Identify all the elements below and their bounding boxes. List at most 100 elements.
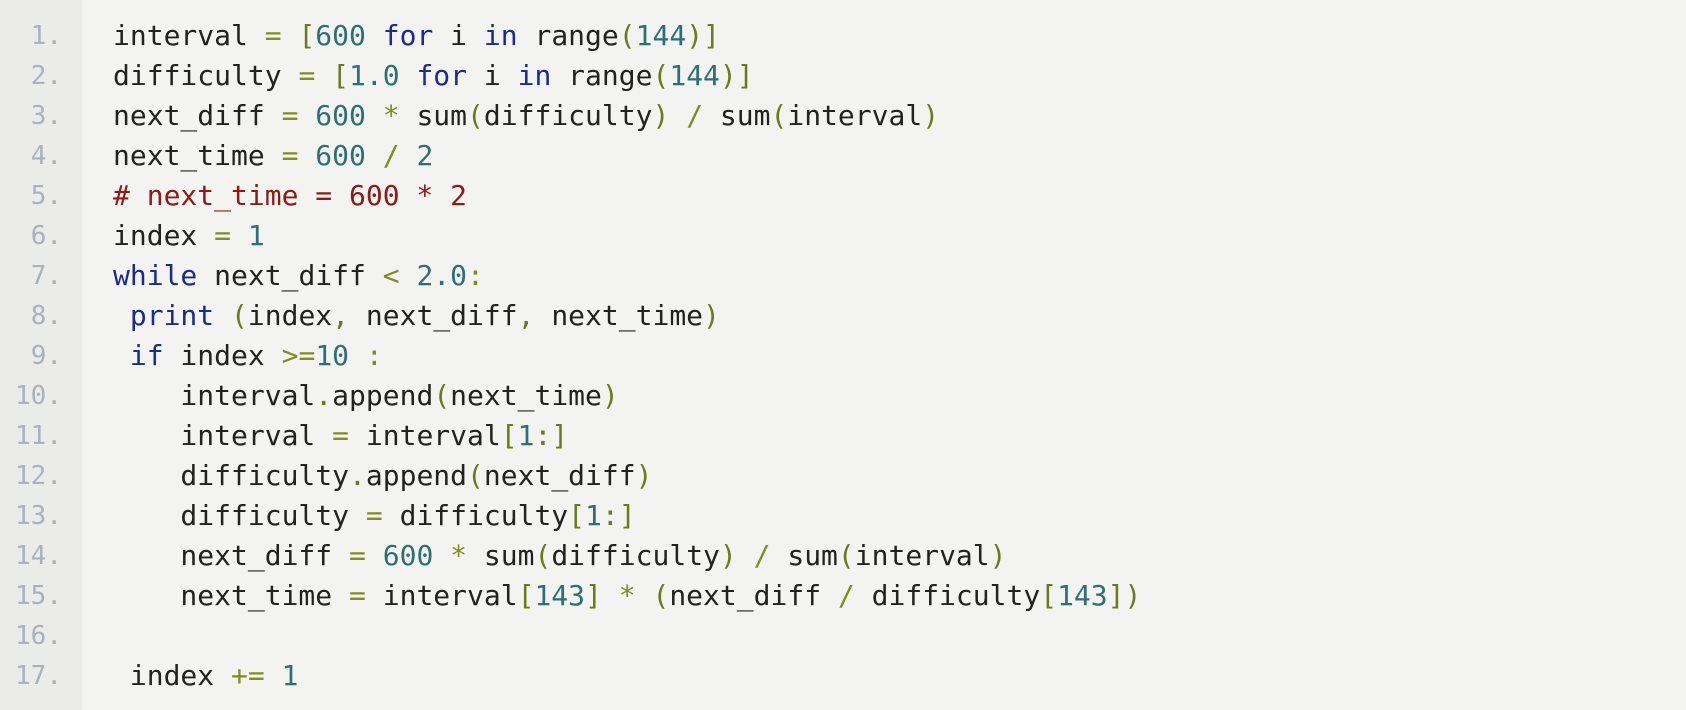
code-line[interactable]: 4.next_time = 600 / 2	[0, 136, 1686, 176]
code-line[interactable]: 10. interval.append(next_time)	[0, 376, 1686, 416]
code-token: *	[618, 579, 636, 612]
code-token: in	[483, 19, 518, 52]
code-token: index	[163, 339, 282, 372]
code-token: range	[551, 59, 653, 92]
code-token: =	[349, 579, 366, 612]
code-token: sum	[770, 539, 838, 572]
code-token: )	[635, 459, 653, 492]
code-token: /	[686, 99, 704, 132]
code-token: next_diff	[113, 99, 282, 132]
code-token: <	[382, 259, 400, 292]
line-number: 13.	[15, 501, 62, 531]
code-token	[349, 339, 366, 372]
code-token: =	[332, 419, 350, 452]
code-line[interactable]: 17. index += 1	[0, 656, 1686, 696]
code-token: )	[719, 539, 737, 572]
code-token: 1	[585, 499, 602, 532]
line-number: 5.	[30, 181, 62, 211]
code-text: index += 1	[113, 656, 299, 696]
code-token: [	[500, 419, 518, 452]
code-line[interactable]: 12. difficulty.append(next_diff)	[0, 456, 1686, 496]
code-line[interactable]: 3.next_diff = 600 * sum(difficulty) / su…	[0, 96, 1686, 136]
code-token: 2.0	[416, 259, 468, 292]
code-token: [	[517, 579, 535, 612]
code-token: interval	[349, 419, 501, 452]
code-token	[636, 579, 653, 612]
code-text: print (index, next_diff, next_time)	[113, 296, 720, 336]
code-line[interactable]: 1.interval = [600 for i in range(144)]	[0, 16, 1686, 56]
code-line[interactable]: 2.difficulty = [1.0 for i in range(144)]	[0, 56, 1686, 96]
code-token	[366, 539, 383, 572]
code-token: (	[231, 299, 248, 332]
code-token: next_diff	[113, 539, 350, 572]
code-token: interval	[113, 379, 316, 412]
code-line[interactable]: 16.	[0, 616, 1686, 656]
code-line[interactable]: 15. next_time = interval[143] * (next_di…	[0, 576, 1686, 616]
code-token: interval	[854, 539, 990, 572]
code-token	[400, 259, 417, 292]
code-token: =	[281, 139, 299, 172]
code-token: [	[298, 19, 316, 52]
code-token: (	[618, 19, 636, 52]
code-line[interactable]: 5.# next_time = 600 * 2	[0, 176, 1686, 216]
code-token: interval	[787, 99, 923, 132]
code-token: .	[349, 459, 366, 492]
code-token: sum	[467, 539, 535, 572]
code-token: in	[517, 59, 552, 92]
code-line[interactable]: 13. difficulty = difficulty[1:]	[0, 496, 1686, 536]
code-token: (	[467, 459, 484, 492]
code-text: if index >=10 :	[113, 336, 383, 376]
code-token: )	[922, 99, 940, 132]
code-token: difficulty	[113, 59, 299, 92]
code-token: next_diff	[669, 579, 838, 612]
code-token: index	[247, 299, 333, 332]
code-token: 1.0	[349, 59, 400, 92]
code-token: /	[753, 539, 771, 572]
code-text: index = 1	[113, 216, 265, 256]
code-token: ,	[517, 299, 535, 332]
code-text: difficulty = difficulty[1:]	[113, 496, 635, 536]
code-token: interval	[365, 579, 518, 612]
code-token	[366, 139, 383, 172]
code-token: difficulty	[483, 99, 653, 132]
code-line[interactable]: 11. interval = interval[1:]	[0, 416, 1686, 456]
code-text: interval = [600 for i in range(144)]	[113, 16, 720, 56]
code-line[interactable]: 14. next_diff = 600 * sum(difficulty) / …	[0, 536, 1686, 576]
code-token: 144	[635, 19, 687, 52]
code-token: =	[281, 99, 299, 132]
code-token: (	[652, 59, 670, 92]
code-token: range	[517, 19, 619, 52]
code-token: *	[450, 539, 468, 572]
code-text: difficulty.append(next_diff)	[113, 456, 652, 496]
line-number: 11.	[15, 421, 62, 451]
code-token	[366, 99, 383, 132]
code-token: (	[837, 539, 855, 572]
code-token: difficulty	[854, 579, 1041, 612]
code-token: sum	[399, 99, 468, 132]
code-token	[113, 299, 130, 332]
code-token: interval	[113, 419, 333, 452]
code-line[interactable]: 6.index = 1	[0, 216, 1686, 256]
code-token: append	[332, 379, 434, 412]
code-token: 1	[517, 419, 535, 452]
code-token: next_time	[450, 379, 602, 412]
code-lines: 1.interval = [600 for i in range(144)]2.…	[0, 16, 1686, 696]
code-token	[602, 579, 619, 612]
code-line[interactable]: 8. print (index, next_diff, next_time)	[0, 296, 1686, 336]
code-token: 600	[315, 139, 366, 172]
code-token: next_time	[113, 579, 350, 612]
code-token: difficulty	[113, 459, 350, 492]
code-token: .	[315, 379, 333, 412]
line-number: 2.	[30, 61, 62, 91]
code-text: next_time = interval[143] * (next_diff /…	[113, 576, 1141, 616]
code-token	[366, 19, 383, 52]
code-token: 143	[1057, 579, 1108, 612]
code-token: next_diff	[349, 299, 518, 332]
code-token: )	[601, 379, 619, 412]
code-line[interactable]: 7.while next_diff < 2.0:	[0, 256, 1686, 296]
code-token: index	[113, 219, 215, 252]
code-token: *	[382, 99, 400, 132]
code-token: next_diff	[197, 259, 383, 292]
code-line[interactable]: 9. if index >=10 :	[0, 336, 1686, 376]
